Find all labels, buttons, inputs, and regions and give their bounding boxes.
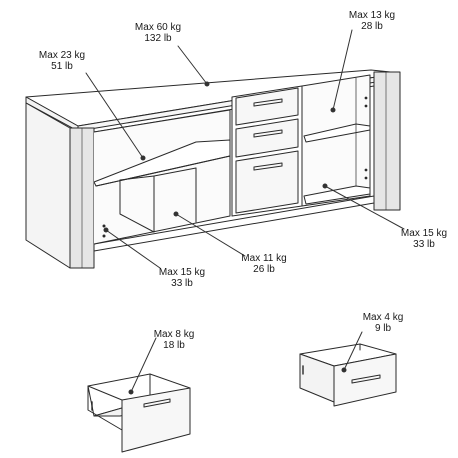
shelf-pin <box>102 234 106 238</box>
shelf-pin <box>364 96 368 100</box>
divider-top <box>119 175 155 181</box>
drawer-handle-2 <box>253 129 283 138</box>
drawer-large <box>87 373 191 453</box>
load-lb: 132 lb <box>144 33 172 44</box>
load-kg: Max 11 kg <box>241 253 287 264</box>
drawer-large-load-dot <box>128 389 134 395</box>
right-upper-shelf <box>303 123 371 143</box>
sideboard-left-side-panel <box>25 102 71 269</box>
load-kg: Max 8 kg <box>153 329 195 340</box>
drawer-small-front <box>333 353 397 407</box>
shelf-pin <box>102 224 106 228</box>
load-kg: Max 23 kg <box>38 50 86 61</box>
load-label-drawer-large: Max 8 kg 18 lb <box>146 329 202 351</box>
drawer-small-leader <box>343 331 363 371</box>
load-label-top-center: Max 60 kg 132 lb <box>128 22 188 44</box>
sideboard-base-edge <box>93 202 375 252</box>
shelf-front-edge <box>95 155 231 187</box>
load-lb: 33 lb <box>171 278 193 289</box>
right-lower-shelf <box>303 185 371 205</box>
sideboard <box>25 69 401 269</box>
sideboard-right-pillar <box>373 71 401 211</box>
load-label-right-lower: Max 15 kg 33 lb <box>394 228 454 250</box>
load-lb: 28 lb <box>361 21 383 32</box>
drawer-handle-3 <box>253 162 283 171</box>
shelf-pin <box>364 168 368 172</box>
load-lb: 9 lb <box>374 323 392 334</box>
drawer-small <box>299 343 397 407</box>
load-callouts-main <box>85 29 405 269</box>
load-lb: 33 lb <box>413 239 435 250</box>
load-label-drawer-small: Max 4 kg 9 lb <box>355 312 411 334</box>
drawer-large-leader <box>130 337 157 393</box>
right-compartment-back <box>301 74 371 207</box>
shelf-pin <box>364 104 368 108</box>
load-label-top-right: Max 13 kg 28 lb <box>342 10 402 32</box>
shelf-pin <box>364 176 368 180</box>
load-kg: Max 15 kg <box>400 228 448 239</box>
load-kg: Max 4 kg <box>362 312 404 323</box>
load-kg: Max 15 kg <box>158 267 206 278</box>
drawer-front-3 <box>235 150 299 214</box>
drawer-large-left-edge <box>87 385 123 431</box>
left-upper-shelf <box>93 139 231 187</box>
left-lower-divider-1 <box>119 179 155 233</box>
drawer-large-top-edge <box>87 385 123 401</box>
load-label-upper-left: Max 23 kg 51 lb <box>32 50 92 72</box>
drawer-front-2 <box>235 118 299 158</box>
load-kg: Max 13 kg <box>348 10 396 21</box>
drawer-small-handle <box>351 374 381 384</box>
load-label-mid-center: Max 11 kg 26 lb <box>234 253 294 275</box>
drawer-small-load-dot <box>341 367 347 373</box>
drawer-front-1 <box>235 87 299 126</box>
load-lb: 51 lb <box>51 61 73 72</box>
drawer-handle-1 <box>253 98 283 107</box>
load-lb: 18 lb <box>163 340 185 351</box>
divider-top <box>153 167 197 177</box>
drawer-large-handle <box>143 398 171 408</box>
load-lb: 26 lb <box>253 264 275 275</box>
load-kg: Max 60 kg <box>134 22 182 33</box>
drawer-large-front <box>121 387 191 453</box>
load-label-lower-left: Max 15 kg 33 lb <box>152 267 212 289</box>
